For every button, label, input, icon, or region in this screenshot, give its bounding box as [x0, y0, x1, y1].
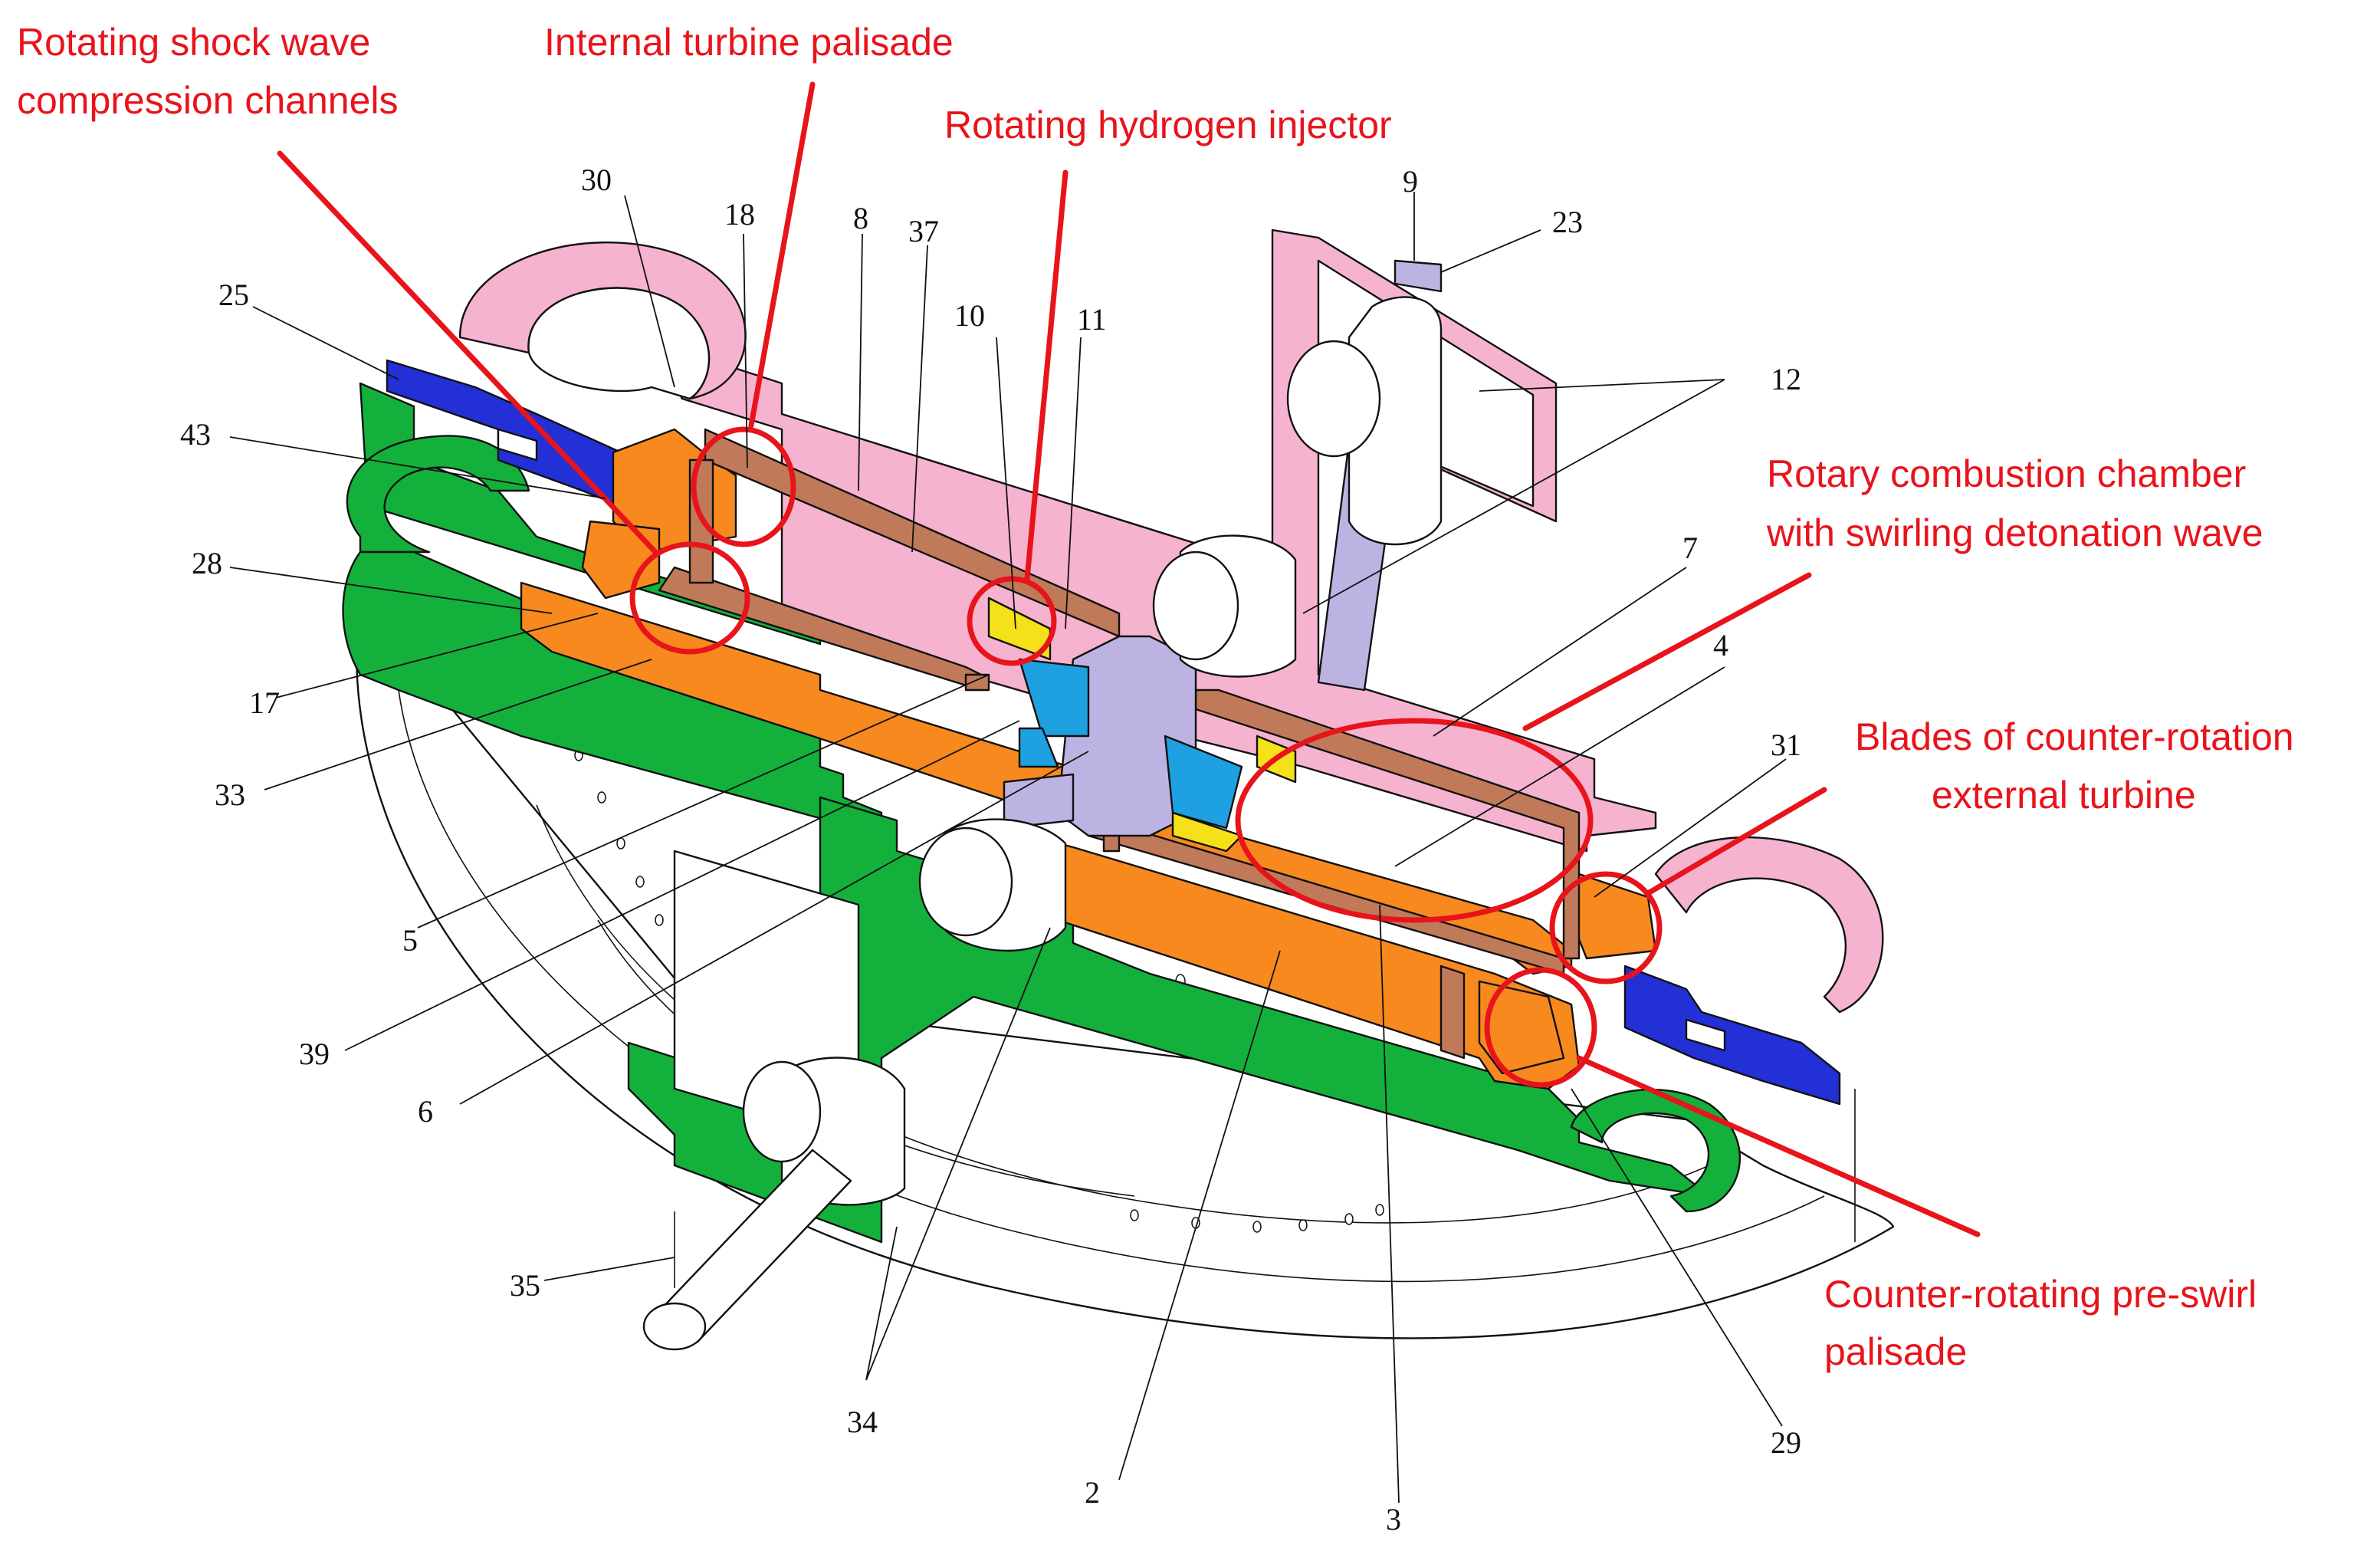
part-43: 43	[180, 417, 211, 452]
callout-blades-line1: Blades of counter-rotation	[1855, 715, 2294, 758]
callout-preswirl-line1: Counter-rotating pre-swirl	[1824, 1273, 2257, 1316]
part-number-labels: 30 18 8 37 10 11 9 23 12 25 43 28 17 33 …	[180, 163, 1801, 1536]
callout-blades-line2: external turbine	[1932, 774, 2196, 817]
callout-preswirl-line2: palisade	[1824, 1330, 1967, 1373]
part-5: 5	[402, 923, 418, 958]
callout-combustion-line1: Rotary combustion chamber	[1767, 452, 2246, 495]
callout-turbine-palisade: Internal turbine palisade	[544, 21, 954, 64]
bearings	[642, 296, 1443, 1351]
part-33: 33	[215, 777, 245, 812]
part-35: 35	[510, 1268, 540, 1303]
callout-labels: Rotating shock wave compression channels…	[17, 21, 2294, 1373]
shock-wave-circle	[629, 541, 750, 655]
callout-hydrogen-injector: Rotating hydrogen injector	[944, 104, 1392, 146]
part-18: 18	[724, 197, 755, 232]
part-6: 6	[418, 1094, 433, 1129]
annotation-overlays	[277, 81, 1981, 1237]
external-turbine-circle	[1549, 871, 1663, 984]
part-2: 2	[1085, 1475, 1100, 1510]
part-17: 17	[249, 685, 280, 720]
part-23: 23	[1552, 205, 1583, 239]
part-10: 10	[954, 298, 985, 333]
hydrogen-injector	[987, 597, 1297, 853]
part-leader-lines	[229, 192, 1787, 1504]
part-37: 37	[908, 214, 939, 248]
combustion-chamber-circle	[1235, 718, 1594, 923]
part-25: 25	[218, 278, 249, 312]
part-34: 34	[847, 1405, 878, 1439]
callout-combustion-line2: with swirling detonation wave	[1766, 511, 2263, 554]
turbine-palisade-circle	[691, 426, 796, 547]
part-8: 8	[853, 201, 868, 235]
part-28: 28	[192, 546, 222, 580]
part-39: 39	[299, 1037, 330, 1071]
part-31: 31	[1771, 728, 1801, 762]
hydrogen-manifolds	[386, 359, 1841, 1106]
callout-shock-wave-line2: compression channels	[17, 79, 399, 122]
callout-shock-wave-line1: Rotating shock wave	[17, 21, 370, 64]
part-9: 9	[1403, 164, 1418, 199]
part-29: 29	[1771, 1425, 1801, 1460]
part-11: 11	[1077, 302, 1107, 337]
preswirl-circle	[1484, 967, 1597, 1088]
part-30: 30	[581, 163, 612, 197]
part-3: 3	[1386, 1502, 1401, 1536]
part-7: 7	[1682, 531, 1698, 565]
part-12: 12	[1771, 362, 1801, 396]
part-4: 4	[1713, 628, 1728, 662]
